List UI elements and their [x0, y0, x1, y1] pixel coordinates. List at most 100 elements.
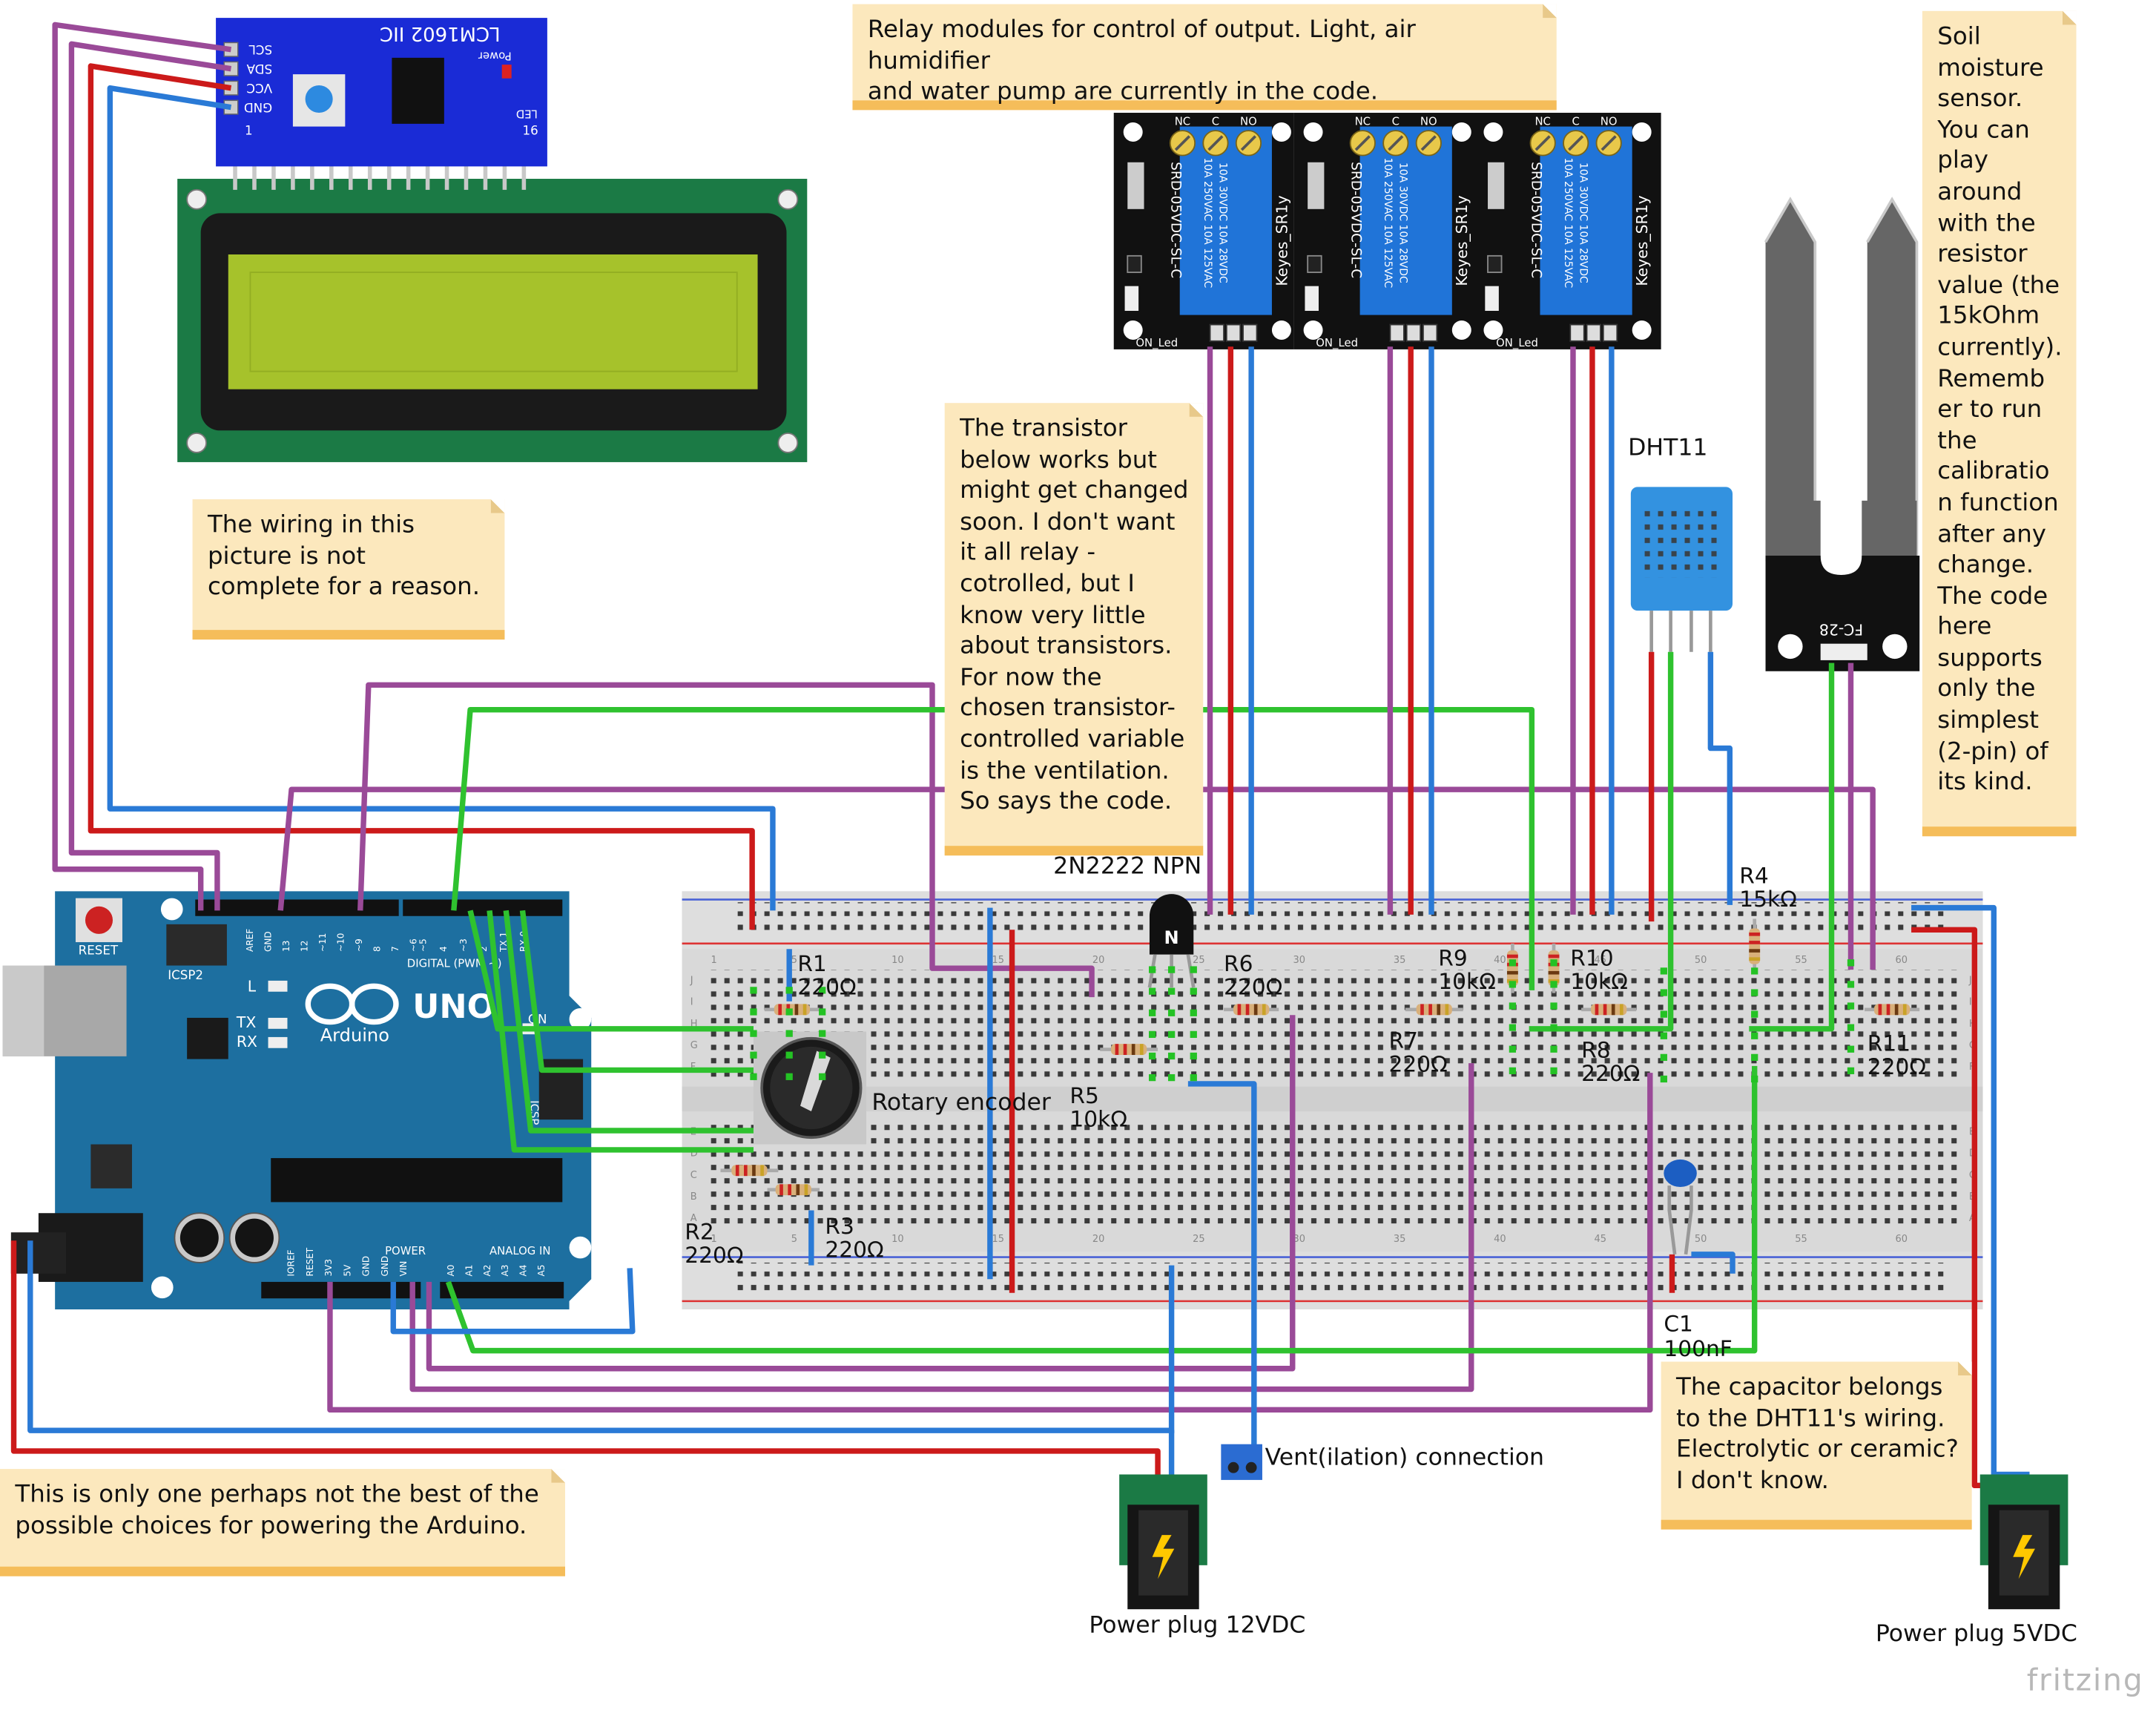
- note-transistor-text: The transistor below works but might get…: [960, 415, 1189, 816]
- breadboard-col-label: 25: [1193, 1234, 1205, 1245]
- wire: [519, 910, 754, 1073]
- wire: [503, 910, 754, 1134]
- connection-dot: [1847, 1045, 1855, 1053]
- arduino-pin-label: 7: [390, 946, 400, 952]
- resistor: [720, 1165, 779, 1177]
- connection-dot: [750, 1051, 757, 1059]
- relay-rating-label: 10A 250VAC 10A 125VAC: [1382, 157, 1394, 288]
- connection-dot: [1847, 1067, 1855, 1074]
- arduino-pin-label: ~10: [336, 933, 346, 952]
- connection-dot: [1550, 1045, 1557, 1053]
- relay-led-label: ON_Led: [1496, 337, 1538, 349]
- note-wiring: The wiring in this picture is not comple…: [192, 499, 505, 640]
- connection-dot: [1847, 1024, 1855, 1031]
- arduino-brand-label: Arduino: [320, 1025, 389, 1045]
- power-jack-12v: [1119, 1474, 1207, 1610]
- connection-dot: [1190, 987, 1197, 995]
- connection-dot: [819, 1008, 826, 1016]
- note-soil: Soil moisture sensor. You can play aroun…: [1922, 10, 2077, 837]
- resistor-value-label: 220Ω: [685, 1242, 744, 1269]
- connection-dot: [819, 1030, 826, 1037]
- breadboard-col-label: 45: [1595, 955, 1607, 966]
- breadboard-col-label: 5: [791, 1234, 797, 1245]
- breadboard-row-label: J: [690, 976, 693, 987]
- resistor-name-label: R9: [1438, 944, 1468, 971]
- note-corner-icon: [1543, 4, 1557, 19]
- resistor-value-label: 220Ω: [1388, 1050, 1448, 1077]
- resistor-name-label: R2: [685, 1218, 714, 1245]
- arduino-pin-label: A5: [536, 1265, 547, 1277]
- i2c-pin-gnd: GND: [244, 100, 272, 114]
- connection-dot: [1847, 959, 1855, 967]
- connection-dot: [1660, 989, 1667, 996]
- capacitor-c1: [1664, 1159, 1697, 1255]
- connection-dot: [1660, 967, 1667, 975]
- breadboard-row-label: I: [690, 997, 693, 1008]
- plug12-label: Power plug 12VDC: [1089, 1611, 1306, 1640]
- breadboard-col-label: 10: [891, 955, 904, 966]
- arduino-pin-label: ~11: [317, 933, 328, 952]
- connection-dot: [1550, 1002, 1557, 1010]
- transistor-mark: N: [1164, 927, 1179, 948]
- resistor-name-label: R3: [825, 1213, 854, 1240]
- resistor: [1100, 1044, 1158, 1056]
- relay-led-label: ON_Led: [1135, 337, 1178, 349]
- note-corner-icon: [1958, 1361, 1972, 1375]
- wire: [426, 1015, 1296, 1372]
- note-corner-icon: [1189, 403, 1204, 417]
- connection-dot: [785, 1030, 793, 1037]
- relay-brand-label: Keyes_SR1y: [1633, 195, 1651, 286]
- wire: [27, 1240, 1175, 1475]
- connection-dot: [1149, 987, 1156, 995]
- breadboard-col-label: 55: [1795, 955, 1807, 966]
- dht11-sensor: [1630, 487, 1733, 652]
- arduino-analog-label: ANALOG IN: [489, 1245, 550, 1257]
- breadboard-row-label: G: [690, 1040, 698, 1051]
- connection-dot: [1550, 1024, 1557, 1031]
- wire: [409, 1063, 1474, 1392]
- resistor: [1224, 1004, 1279, 1016]
- breadboard-col-label: 30: [1293, 955, 1306, 966]
- breadboard-col-label: 60: [1896, 955, 1908, 966]
- arduino-pin-label: A4: [518, 1265, 529, 1277]
- resistor-name-label: R4: [1739, 862, 1769, 889]
- arduino-power-label: POWER: [385, 1245, 426, 1257]
- breadboard-row-label: I: [1969, 997, 1972, 1008]
- breadboard-row-label: C: [690, 1170, 697, 1181]
- connection-dot: [1190, 966, 1197, 973]
- connection-dot: [1550, 959, 1557, 967]
- relay-terminal-label: C: [1572, 116, 1580, 128]
- wire: [1691, 1252, 1735, 1274]
- connection-dot: [1509, 959, 1517, 967]
- relay-terminal-label: C: [1212, 116, 1219, 128]
- connection-dot: [750, 1008, 757, 1016]
- dht11-label: DHT11: [1628, 434, 1708, 462]
- connection-dot: [1751, 1075, 1758, 1083]
- connection-dot: [1167, 966, 1176, 973]
- breadboard-row-label: D: [690, 1148, 698, 1160]
- soil-sensor-model: FC-28: [1819, 621, 1863, 639]
- note-wiring-text: The wiring in this picture is not comple…: [207, 511, 481, 602]
- relay-rating-label: 10A 250VAC 10A 125VAC: [1562, 157, 1574, 288]
- soil-moisture-sensor: FC-28: [1764, 197, 1920, 671]
- connection-dot: [1167, 987, 1176, 995]
- connection-dot: [1190, 1073, 1197, 1082]
- relay-model-label: SRD-05VDC-SL-C: [1168, 162, 1184, 278]
- connection-dot: [750, 987, 757, 994]
- connection-dot: [1751, 1010, 1758, 1018]
- arduino-l-label: L: [248, 978, 257, 996]
- connection-dot: [1550, 1067, 1557, 1074]
- relay-rating-label: 10A 30VDC 10A 28VDC: [1397, 162, 1408, 283]
- connection-dot: [1167, 1052, 1176, 1060]
- wire: [357, 682, 1095, 998]
- connection-dot: [750, 1030, 757, 1037]
- arduino-pin-label: VIN: [398, 1261, 409, 1277]
- i2c-pin1-label: 1: [245, 124, 253, 138]
- arduino-pin-label: 13: [281, 941, 291, 952]
- resistor-name-label: R8: [1581, 1036, 1611, 1064]
- resistor-value-label: 10kΩ: [1069, 1105, 1128, 1132]
- i2c-led-label: LED: [516, 107, 538, 119]
- arduino-reset-label: RESET: [79, 944, 119, 958]
- arduino-pin-label: A0: [446, 1265, 456, 1277]
